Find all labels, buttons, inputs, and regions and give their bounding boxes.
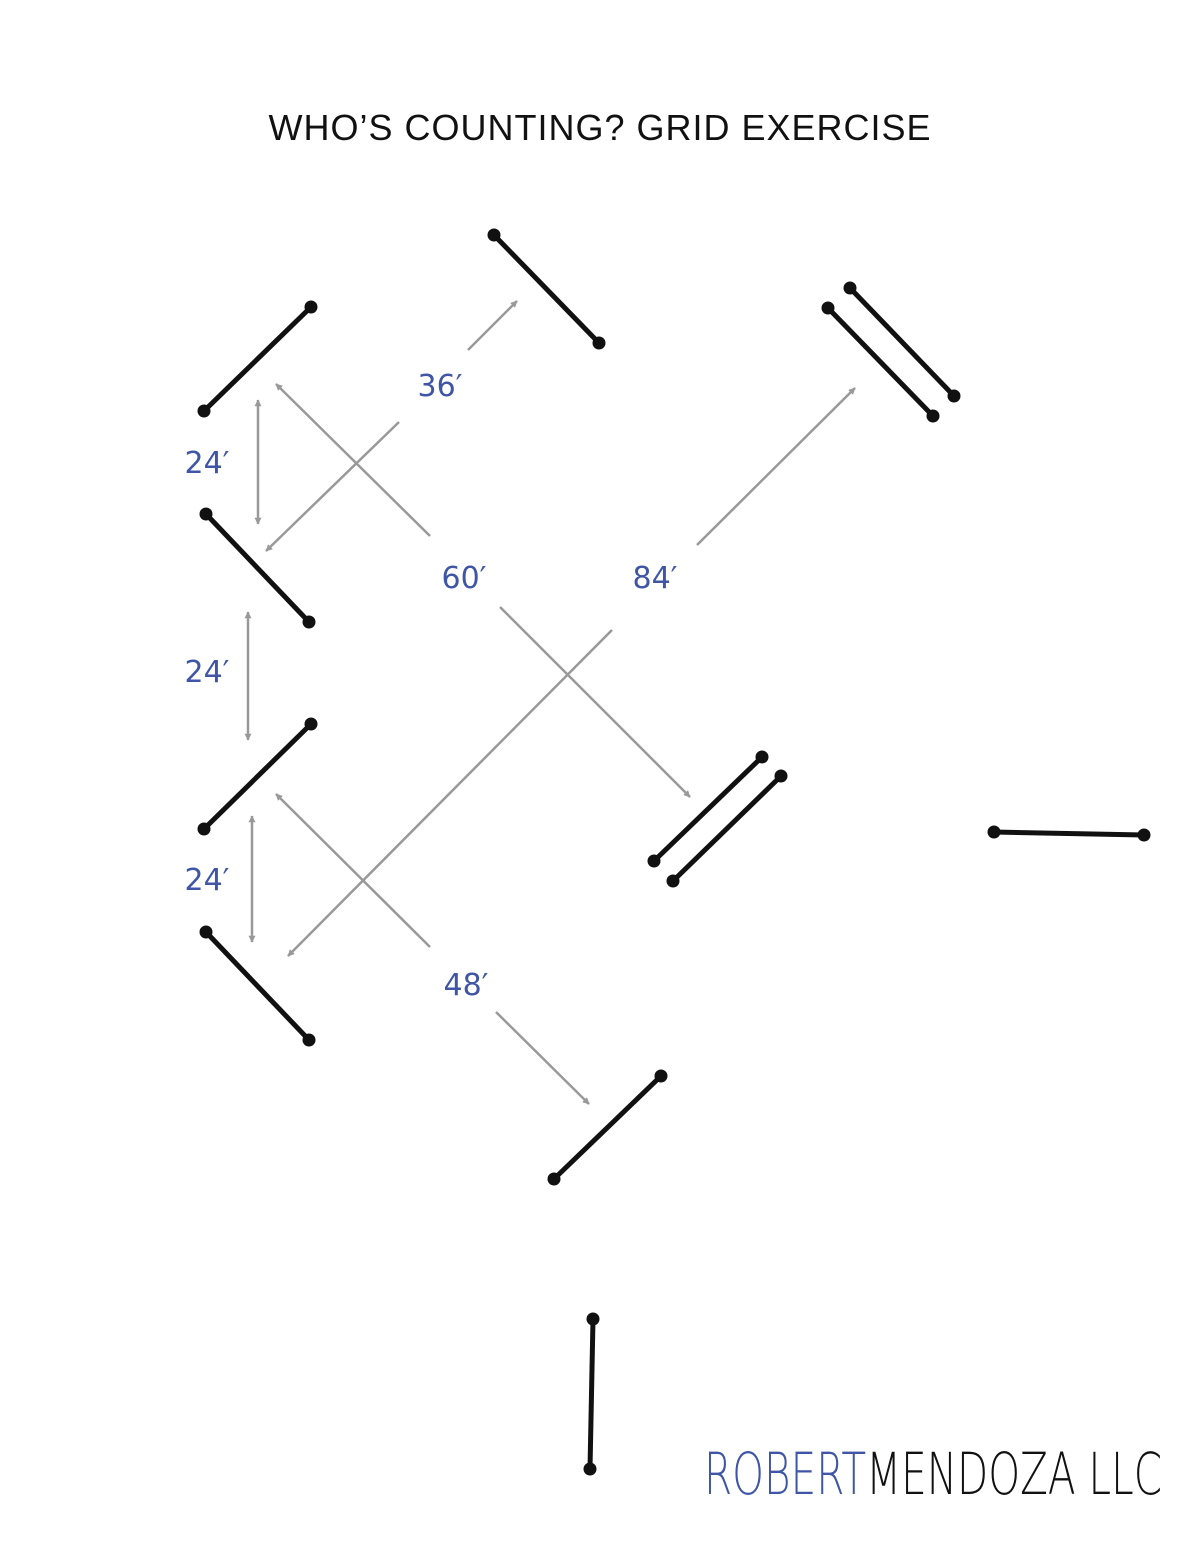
arrow-84-upper — [696, 387, 856, 546]
pole-top-right-double — [821, 281, 961, 423]
logo-part-robert: ROBERT — [704, 1440, 866, 1508]
poles — [197, 228, 1151, 1476]
distance-label-24-middle: 24′ — [185, 655, 230, 690]
arrow-36-lower — [265, 421, 400, 552]
arrow-84-lower — [287, 629, 613, 957]
pole-top-center — [487, 228, 606, 350]
page-title: WHO’S COUNTING? GRID EXERCISE — [268, 107, 931, 148]
distance-label-36: 36′ — [418, 369, 463, 404]
pole-bottom-center — [547, 1069, 668, 1186]
distance-labels: 24′ 24′ 24′ 36′ 60′ 84′ 48′ — [185, 369, 678, 1003]
pole-right-horizontal — [987, 825, 1151, 842]
arrow-48-upper — [275, 793, 431, 948]
pole-center-double — [647, 750, 788, 888]
distance-label-60: 60′ — [442, 561, 487, 596]
logo-part-mendoza: MENDOZA LLC — [866, 1440, 1162, 1508]
pole-left-3 — [197, 717, 318, 836]
company-logo: ROBERTMENDOZA LLC — [704, 1440, 1162, 1508]
pole-left-2 — [199, 507, 316, 629]
distance-label-24-top: 24′ — [185, 446, 230, 481]
distance-label-48: 48′ — [444, 968, 489, 1003]
pole-left-4 — [199, 925, 316, 1047]
distance-arrows — [244, 300, 856, 1105]
arrow-60-lower — [499, 606, 691, 798]
distance-label-84: 84′ — [633, 561, 678, 596]
distance-label-24-bottom: 24′ — [185, 863, 230, 898]
pole-bottom-vertical — [583, 1312, 600, 1476]
arrow-48-lower — [495, 1011, 590, 1105]
arrow-60-upper — [275, 383, 431, 537]
pole-left-1 — [197, 300, 318, 418]
arrow-36-upper — [467, 300, 518, 351]
